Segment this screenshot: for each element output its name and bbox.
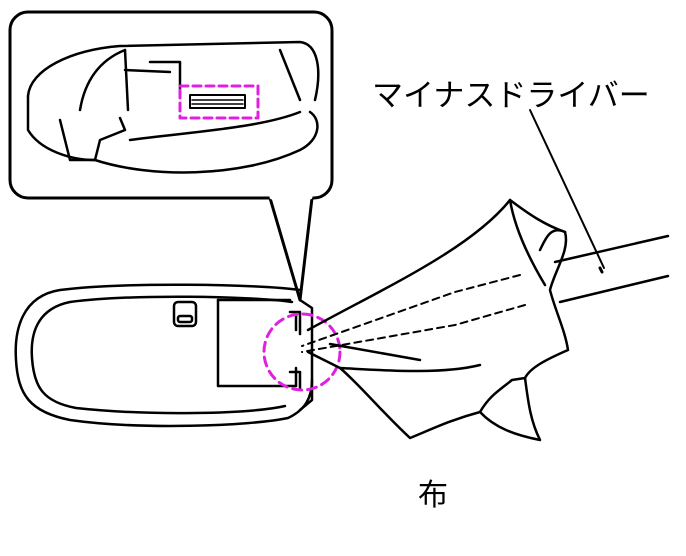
detail-callout — [8, 10, 334, 302]
pry-point-highlight — [262, 312, 342, 392]
screwdriver-label: マイナスドライバー — [372, 78, 650, 114]
cloth — [306, 198, 570, 442]
key-fob — [14, 283, 342, 428]
screwdriver — [301, 109, 670, 353]
cloth-label: 布 — [418, 478, 448, 513]
connector-highlight — [178, 84, 260, 120]
